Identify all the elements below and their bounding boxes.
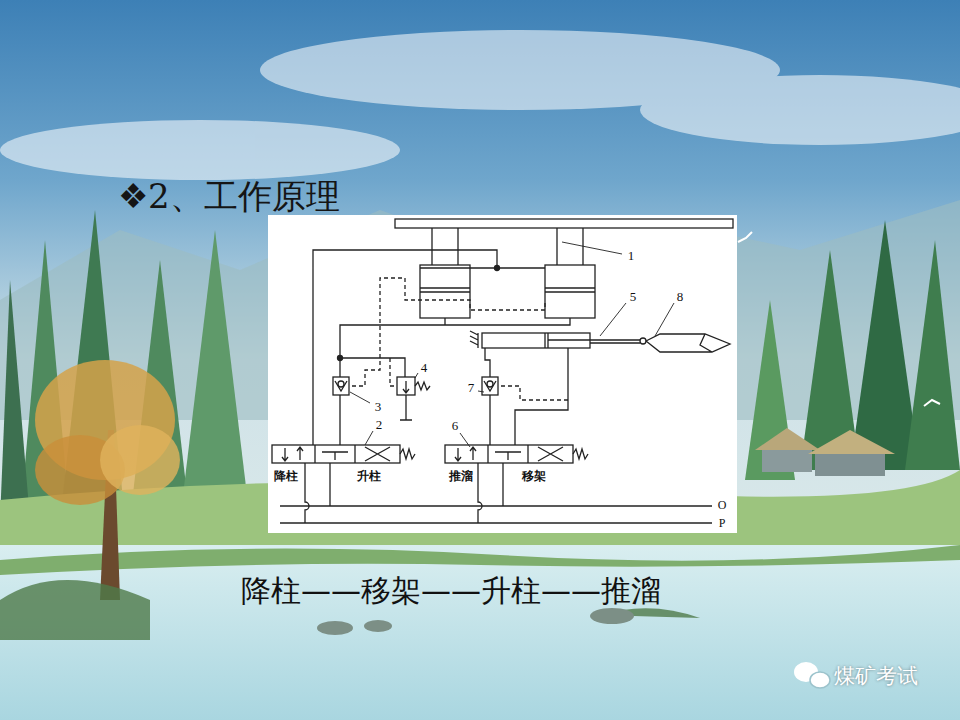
prop-piston — [420, 288, 470, 292]
houses — [755, 428, 895, 476]
house-wall — [762, 448, 812, 472]
callout-number: 4 — [421, 361, 428, 375]
birds — [738, 232, 940, 406]
pipe — [340, 358, 405, 377]
watermark: 煤矿考试 — [834, 665, 918, 688]
prop-rod — [432, 228, 458, 265]
valve-sections — [488, 445, 528, 463]
valve-position-label: 降柱 — [274, 470, 298, 483]
house-wall — [815, 452, 885, 476]
pressure-line-p — [280, 522, 712, 523]
reed-clump — [0, 580, 150, 640]
valve-sections — [315, 445, 355, 463]
valve-spring — [400, 449, 415, 459]
prop-cylinder — [545, 265, 595, 318]
drain — [400, 395, 412, 420]
directional-valve — [445, 445, 573, 463]
conveyor — [646, 334, 730, 352]
bubble — [810, 672, 830, 688]
callout-number: 2 — [376, 418, 383, 432]
clouds — [0, 30, 960, 180]
callout-number: 8 — [677, 290, 684, 304]
callout-number: 1 — [628, 249, 635, 263]
return-line-o — [280, 505, 712, 506]
relief-valve — [397, 377, 415, 395]
tree — [180, 230, 250, 520]
check-valve — [333, 377, 349, 395]
callout-number: 7 — [468, 381, 475, 395]
foliage — [100, 425, 180, 495]
pipe — [502, 463, 503, 506]
push-piston — [545, 333, 548, 348]
check-seat — [335, 381, 347, 391]
relief-arrow — [403, 381, 409, 393]
junction — [495, 266, 500, 271]
wechat-icon — [794, 662, 830, 688]
check-ball — [338, 381, 344, 387]
push-rod — [548, 340, 640, 343]
tree — [850, 220, 920, 470]
valve-cross — [365, 447, 390, 461]
pilot-line — [501, 386, 568, 400]
valve-block — [322, 452, 348, 460]
stone — [317, 621, 353, 635]
canopy — [395, 219, 733, 228]
right-forest — [745, 220, 960, 480]
slide-title: ❖2、工作原理 — [118, 178, 340, 215]
schematic-lines — [272, 219, 733, 523]
line-label: P — [719, 517, 726, 530]
pipe — [329, 463, 330, 506]
junction — [338, 356, 343, 361]
valve-spring — [573, 449, 588, 459]
callout-number: 6 — [452, 419, 459, 433]
bird — [924, 400, 940, 406]
check-seat — [484, 381, 496, 391]
line-label: O — [718, 499, 727, 512]
ground-anchor — [470, 331, 478, 348]
valve-position-label: 推溜 — [449, 470, 473, 483]
check-valve — [482, 377, 498, 395]
prop-piston — [545, 288, 595, 292]
diagram-panel — [268, 215, 737, 533]
cloud — [0, 120, 400, 180]
pipe — [305, 463, 309, 523]
pilot-line — [352, 278, 545, 386]
pipe — [478, 463, 482, 523]
valve-arrows — [455, 447, 476, 461]
lake — [0, 545, 960, 720]
pilot-line — [390, 358, 397, 386]
valve-cross — [538, 447, 563, 461]
sequence-caption: 降柱——移架——升柱——推溜 — [241, 574, 661, 607]
directional-valve — [272, 445, 400, 463]
stones — [317, 608, 634, 635]
cloud — [640, 75, 960, 145]
pipe — [340, 318, 570, 445]
valve-position-label: 升柱 — [357, 470, 381, 483]
stone — [364, 620, 392, 632]
prop-cylinder — [420, 265, 470, 318]
valve-block — [495, 452, 521, 460]
pipe — [485, 348, 490, 445]
stone — [590, 608, 634, 624]
pipe — [515, 348, 568, 445]
valve-position-label: 移架 — [522, 470, 546, 483]
callout-number: 3 — [375, 400, 382, 414]
bird — [738, 232, 752, 242]
house-roof — [808, 430, 895, 454]
leader-line — [350, 242, 674, 447]
tree — [0, 280, 30, 520]
prop-rod — [557, 228, 583, 265]
tree — [905, 240, 960, 470]
callout-number: 5 — [630, 290, 637, 304]
check-ball — [487, 381, 493, 387]
pin-joint — [640, 338, 646, 344]
house-roof — [755, 428, 820, 450]
relief-spring — [415, 382, 430, 390]
left-forest — [0, 210, 250, 520]
valve-arrows — [282, 447, 303, 461]
autumn-tree — [35, 360, 180, 600]
shore — [0, 545, 960, 575]
